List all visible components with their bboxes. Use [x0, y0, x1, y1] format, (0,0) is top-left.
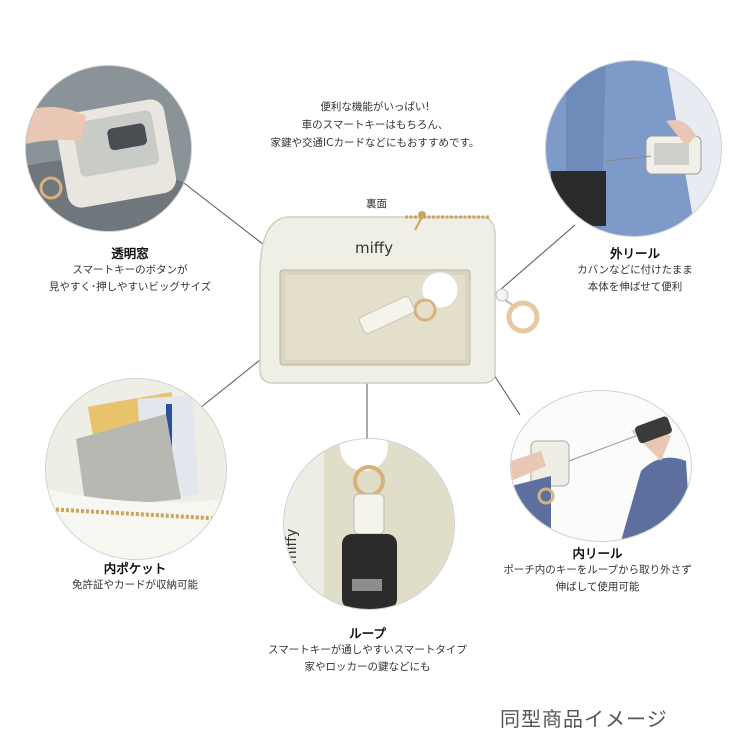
photo-loop-circle: miffy	[283, 438, 455, 610]
feature-inner-reel: 内リール ポーチ内のキーをループから取り外さず 伸ばして使用可能	[480, 545, 715, 596]
photo-pocket	[46, 379, 226, 559]
feature-inner-pocket: 内ポケット 免許証やカードが収納可能	[45, 560, 225, 594]
feature-loop-title: ループ	[349, 626, 386, 641]
feature-outer-reel: 外リール カバンなどに付けたまま 本体を伸ばせて便利	[545, 245, 725, 296]
intro-line-3: 家鍵や交通ICカードなどにもおすすめです。	[270, 137, 480, 149]
photo-inner-reel	[511, 391, 691, 541]
back-label: 裏面	[366, 198, 387, 210]
product-pouch: miffy	[259, 211, 540, 384]
feature-inner-reel-title: 内リール	[572, 546, 623, 561]
feature-outer-reel-line2: 本体を伸ばせて便利	[587, 281, 683, 293]
feature-inner-reel-line1: ポーチ内のキーをループから取り外さず	[503, 564, 692, 576]
intro-line-2: 車のスマートキーはもちろん、	[301, 119, 449, 131]
footer-caption: 同型商品イメージ	[500, 707, 668, 731]
feature-outer-reel-title: 外リール	[609, 246, 660, 261]
photo-inner-reel-circle	[510, 390, 692, 542]
photo-window	[26, 66, 191, 231]
feature-inner-pocket-title: 内ポケット	[103, 561, 167, 576]
feature-window: 透明窓 スマートキーのボタンが 見やすく･押しやすいビッグサイズ	[30, 245, 230, 296]
connector-outer-reel	[499, 224, 576, 291]
intro-line-1: 便利な機能がいっぱい!	[320, 101, 430, 113]
feature-loop: ループ スマートキーが通しやすいスマートタイプ 家やロッカーの鍵などにも	[250, 625, 485, 676]
feature-inner-reel-line2: 伸ばして使用可能	[555, 581, 640, 593]
feature-inner-pocket-line1: 免許証やカードが収納可能	[72, 579, 198, 591]
intro-text: 便利な機能がいっぱい! 車のスマートキーはもちろん、 家鍵や交通ICカードなどに…	[250, 98, 500, 152]
photo-outer-reel	[546, 61, 721, 236]
feature-loop-line1: スマートキーが通しやすいスマートタイプ	[268, 644, 467, 656]
photo-loop: miffy	[284, 439, 454, 609]
feature-window-title: 透明窓	[111, 246, 149, 261]
photo-pocket-circle	[45, 378, 227, 560]
photo-outer-reel-circle	[545, 60, 722, 237]
pouch-brand-label: miffy	[355, 239, 393, 257]
feature-window-line1: スマートキーのボタンが	[72, 264, 188, 276]
feature-outer-reel-line1: カバンなどに付けたまま	[577, 264, 693, 276]
photo-window-circle	[25, 65, 192, 232]
feature-window-line2: 見やすく･押しやすいビッグサイズ	[48, 281, 212, 293]
feature-loop-line2: 家やロッカーの鍵などにも	[304, 661, 431, 673]
